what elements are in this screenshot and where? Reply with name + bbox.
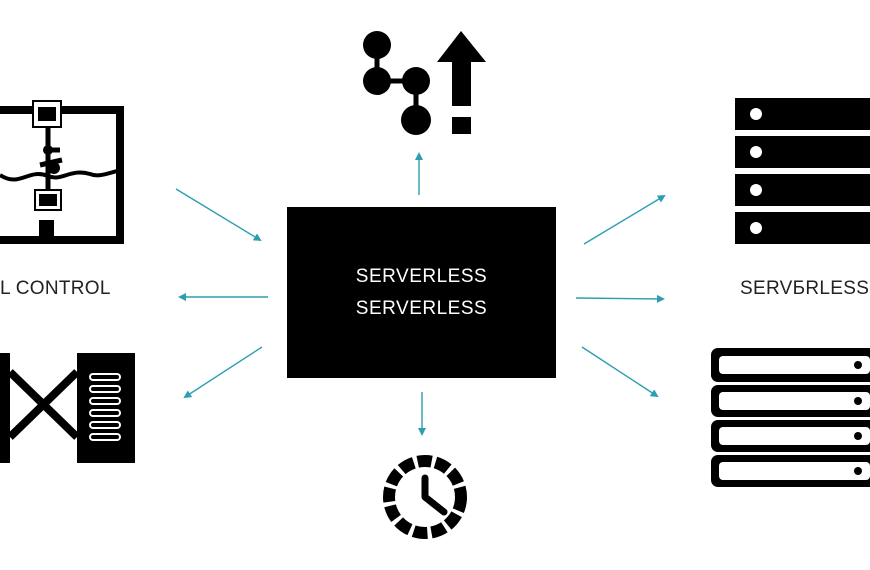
server-rack-icon [735,98,870,244]
arrow-from-top-left [175,188,262,242]
central-serverless-box: SERVERLESS SERVERLESS [287,207,556,378]
arrow-to-bottom-right [581,346,659,398]
node-graph-icon [363,31,431,135]
server-stack-icon [711,348,870,487]
arrow-to-top-right [583,194,666,245]
upload-arrow-icon [437,31,486,134]
network-switch-icon [0,353,135,463]
right-label: SERVБRLESS [740,278,870,299]
center-title-line-2: SERVERLESS [355,297,488,319]
arrows [175,152,666,436]
arrow-to-right-label [575,294,665,303]
arrow-to-bottom-left [183,346,263,399]
circuit-board-icon [0,100,124,244]
left-label: L CONTROL [0,278,111,299]
clock-icon [383,455,467,539]
center-title-line-1: SERVERLESS [355,265,488,287]
